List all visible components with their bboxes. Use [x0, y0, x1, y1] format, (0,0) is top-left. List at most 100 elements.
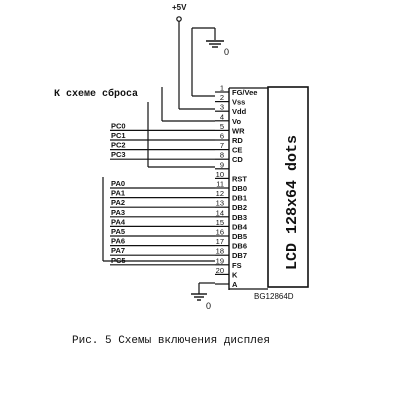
- pin-name: DB6: [232, 242, 247, 251]
- pin-name: Vdd: [232, 107, 247, 116]
- pin-number: 1: [220, 84, 224, 93]
- pin-name: DB2: [232, 203, 247, 212]
- pin-name: CE: [232, 146, 242, 155]
- pin-name: A: [232, 280, 238, 289]
- pin-number: 6: [220, 132, 224, 141]
- pin-number: 13: [216, 199, 224, 208]
- net-label: PA7: [111, 246, 125, 255]
- pin-name: RST: [232, 174, 247, 183]
- pin-number: 10: [216, 170, 224, 179]
- pin-name: DB4: [232, 222, 248, 231]
- net-label: PC2: [111, 141, 126, 150]
- bus-wire: PA3: [110, 208, 215, 218]
- bus-wire: PA2: [110, 198, 215, 208]
- pin-row: 18 DB7: [215, 247, 247, 260]
- net-label: PA4: [111, 217, 126, 226]
- pin-number: 16: [216, 228, 224, 237]
- ground-bottom-label: 0: [206, 301, 211, 311]
- net-label: PC3: [111, 150, 126, 159]
- pin-name: WR: [232, 126, 245, 135]
- pin-number: 4: [220, 112, 224, 121]
- power-supply: [176, 16, 216, 110]
- pin-row: 9: [215, 160, 229, 170]
- net-label: PC0: [111, 121, 126, 130]
- pin-row: 1 FG/Vee: [215, 84, 257, 97]
- net-label: PC1: [111, 131, 126, 140]
- pin-row: 11 DB0: [215, 180, 247, 193]
- pin-name: RD: [232, 136, 243, 145]
- power-terminal: [176, 16, 182, 22]
- reset-note: К схеме сброса: [54, 87, 138, 100]
- pin-row: 13 DB2: [215, 199, 247, 212]
- net-label: PA5: [111, 227, 125, 236]
- net-label: PA6: [111, 237, 125, 246]
- pin-row: 5 WR: [215, 122, 245, 135]
- pin-number: 20: [216, 266, 224, 275]
- net-label: PA3: [111, 208, 125, 217]
- pin-number: 11: [216, 180, 224, 189]
- pin-number: 7: [220, 141, 224, 150]
- pin-name: DB1: [232, 194, 247, 203]
- bus-wire: PC0: [110, 121, 215, 131]
- pin-name: Vo: [232, 117, 241, 126]
- bus-wire: PA5: [110, 227, 215, 237]
- power-label: +5V: [172, 3, 187, 12]
- pin-name: CD: [232, 155, 243, 164]
- lcd-part-number: BG12864D: [254, 292, 294, 301]
- bus-wire: PA7: [110, 246, 215, 256]
- pin-number: 9: [220, 160, 224, 169]
- backlight-ground: [191, 282, 215, 301]
- pin-name: K: [232, 270, 238, 279]
- pin-row: 3 Vdd: [215, 103, 247, 116]
- pin-name: FS: [232, 261, 242, 270]
- pin-name: DB7: [232, 251, 247, 260]
- pin-row: 8 CD: [215, 151, 243, 164]
- pin-number: 15: [216, 218, 224, 227]
- pin-number: 8: [220, 151, 224, 160]
- bus-wire: PC2: [110, 141, 215, 151]
- lcd-module: LCD 128x64 dots BG12864D: [228, 86, 309, 301]
- ground-top-label: 0: [224, 47, 229, 57]
- bus-wire: PC1: [110, 131, 215, 141]
- ground-symbol-top: [206, 40, 224, 48]
- pin-number: 3: [220, 103, 224, 112]
- pin-row: 10 RST: [215, 170, 247, 183]
- pin-name: DB5: [232, 232, 247, 241]
- pin-number: 17: [216, 237, 224, 246]
- pin-number: 18: [216, 247, 224, 256]
- pin-name: DB3: [232, 213, 247, 222]
- pin-number: 2: [220, 93, 224, 102]
- bus-wire: PA1: [110, 189, 215, 199]
- pin-number: 5: [220, 122, 224, 131]
- bus-wire: PC5: [110, 256, 215, 266]
- pin-name: DB0: [232, 184, 247, 193]
- pin-row: 20 K: [215, 266, 238, 279]
- pin-row: 16 DB5: [215, 228, 247, 241]
- bus-wire: PA0: [110, 179, 215, 189]
- lcd-label: LCD 128x64 dots: [284, 135, 301, 270]
- pin-row: A: [215, 280, 238, 289]
- net-label: PA2: [111, 198, 125, 207]
- lcd-body: [267, 86, 309, 288]
- pin-row: 6 RD: [215, 132, 243, 145]
- net-label: PA1: [111, 189, 125, 198]
- pin-number: 14: [216, 208, 224, 217]
- pin-row: 15 DB4: [215, 218, 248, 231]
- pin-name: Vss: [232, 98, 245, 107]
- bus-wire: PA6: [110, 237, 215, 247]
- pin-name: FG/Vee: [232, 88, 257, 97]
- net-label: PA0: [111, 179, 125, 188]
- pin-number: 19: [216, 256, 224, 265]
- figure-caption: Рис. 5 Схемы включения дисплея: [72, 335, 270, 347]
- bus-wire: PA4: [110, 217, 215, 227]
- net-label: PC5: [111, 256, 126, 265]
